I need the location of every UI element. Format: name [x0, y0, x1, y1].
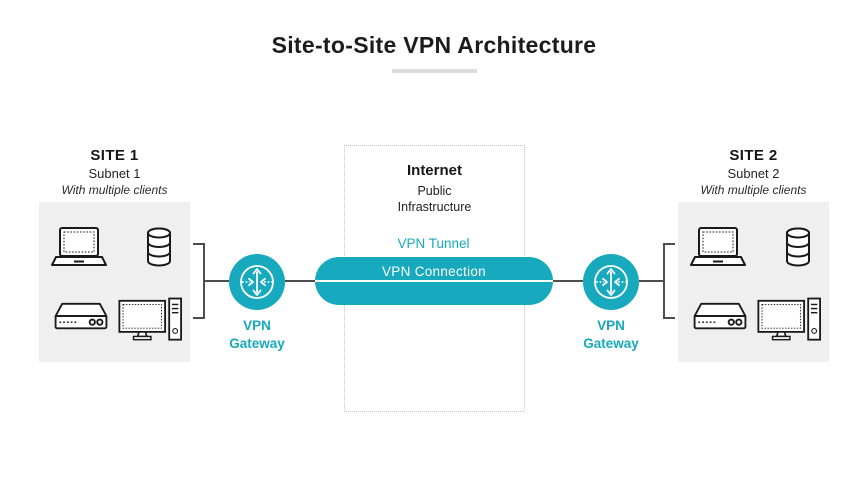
title-underline	[392, 69, 477, 73]
internet-subtitle: Public Infrastructure	[345, 183, 524, 216]
network-switch-icon	[692, 301, 748, 333]
network-switch-icon	[53, 301, 109, 333]
site2-note: With multiple clients	[700, 183, 807, 198]
gateway-to-site2-line	[639, 280, 663, 282]
gateway-left-to-tunnel-line	[285, 280, 315, 282]
site1-subnet: Subnet 1	[88, 166, 141, 182]
site1-to-gateway-line	[205, 280, 229, 282]
site1-name: SITE 1	[90, 147, 139, 164]
site2-header: SITE 2 Subnet 2 With multiple clients	[678, 147, 829, 198]
vpn-connection-line	[315, 280, 553, 282]
router-arrows-icon	[235, 260, 279, 304]
internet-subtitle-text: Public Infrastructure	[397, 184, 472, 215]
internet-title: Internet	[406, 162, 462, 179]
database-icon	[146, 227, 172, 267]
vpn-gateway-right-label: VPN Gateway	[583, 318, 639, 351]
laptop-icon	[51, 226, 107, 270]
laptop-icon	[690, 226, 746, 270]
desktop-computer-icon	[118, 297, 182, 343]
page-title: Site-to-Site VPN Architecture	[271, 32, 597, 58]
site1-header: SITE 1 Subnet 1 With multiple clients	[39, 147, 190, 198]
vpn-connection-label: VPN Connection	[381, 264, 486, 279]
database-icon	[785, 227, 811, 267]
site1-bracket-connector	[193, 243, 205, 319]
vpn-gateway-left	[229, 254, 285, 310]
vpn-gateway-left-label: VPN Gateway	[229, 318, 285, 351]
vpn-tunnel-label: VPN Tunnel	[397, 236, 470, 251]
internet-region-box: Internet Public Infrastructure	[344, 145, 525, 412]
tunnel-to-gateway-right-line	[553, 280, 583, 282]
site1-note: With multiple clients	[61, 183, 168, 198]
vpn-tunnel-capsule: VPN Connection	[315, 257, 553, 305]
router-arrows-icon	[589, 260, 633, 304]
site2-subnet: Subnet 2	[727, 166, 780, 182]
site2-devices-box	[678, 202, 829, 362]
desktop-computer-icon	[757, 297, 821, 343]
site1-devices-box	[39, 202, 190, 362]
site2-bracket-connector	[663, 243, 675, 319]
site2-name: SITE 2	[729, 147, 778, 164]
vpn-gateway-right	[583, 254, 639, 310]
